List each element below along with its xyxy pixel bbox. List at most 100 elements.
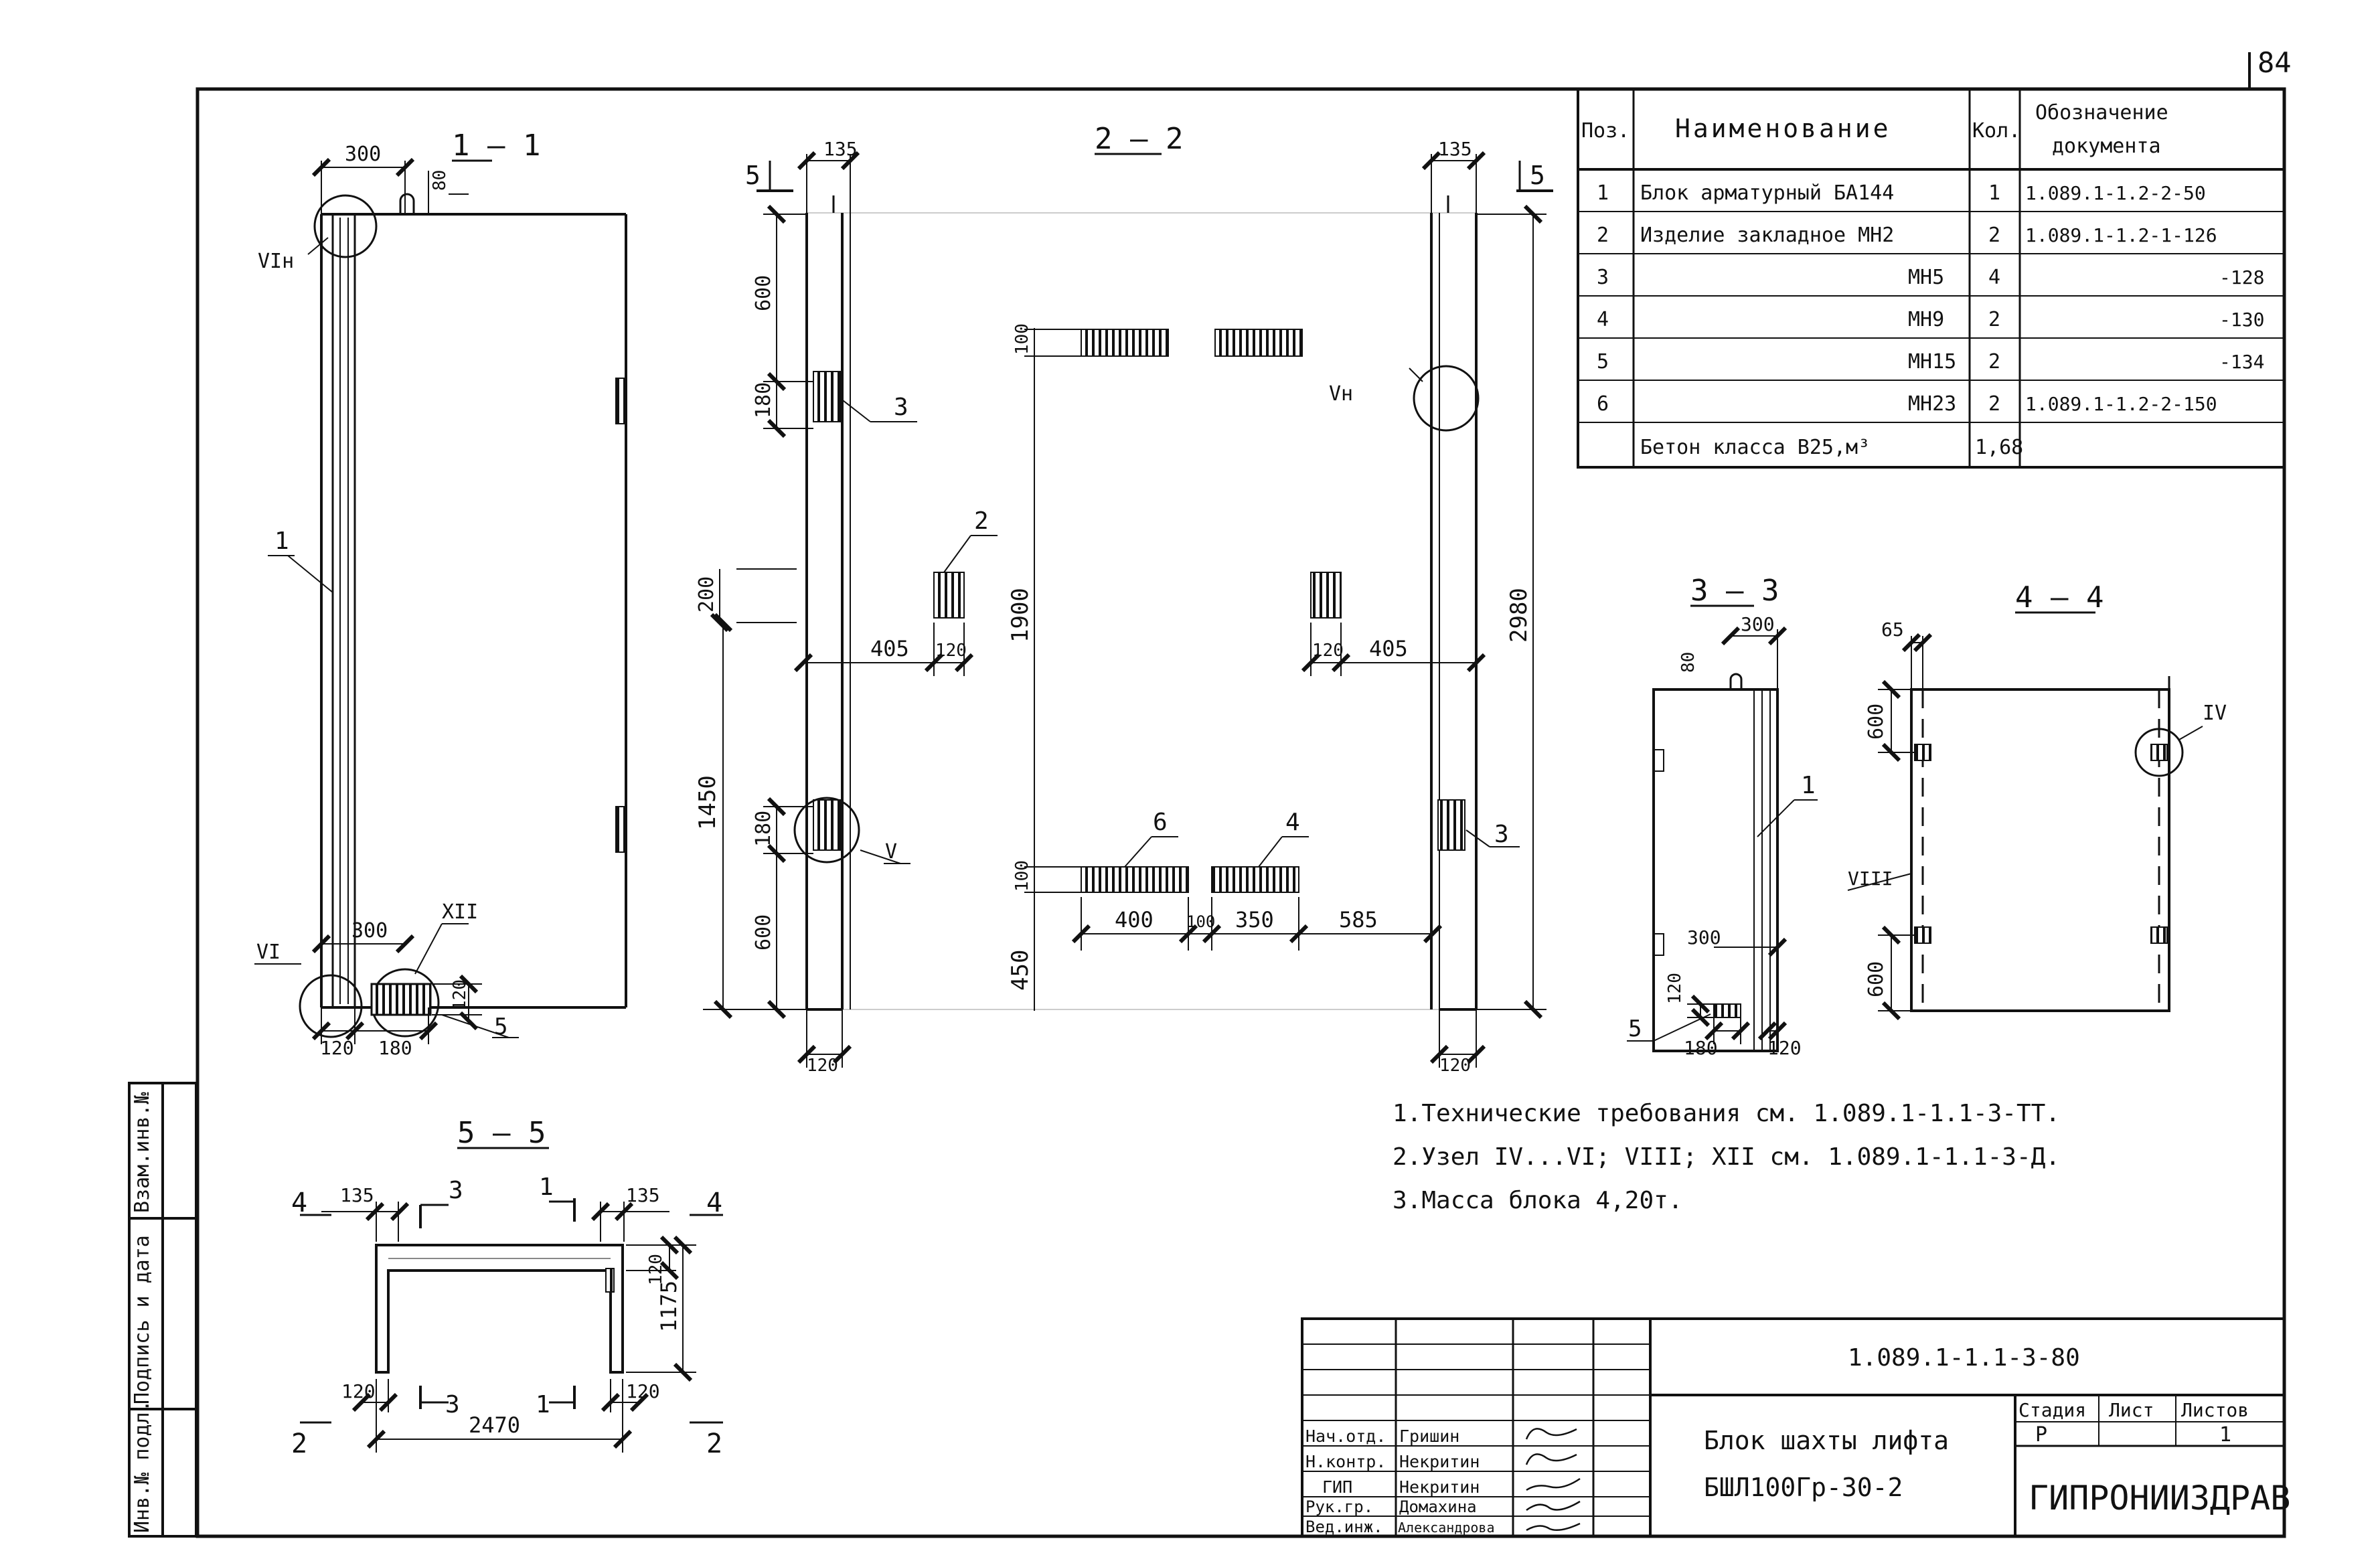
sheet-label: Лист	[2109, 1399, 2154, 1421]
spec-row-4-doc: -130	[2219, 309, 2264, 331]
spec-row-5-doc: -134	[2219, 351, 2264, 373]
dim-2-2-2980: 2980	[1506, 588, 1532, 643]
section-1-1	[254, 161, 627, 1044]
dim-2-2-120-base-right: 120	[1439, 1056, 1471, 1076]
strip-vzam-inv: Взам.инв.№	[131, 1092, 154, 1213]
spec-row-2-name: Изделие закладное МН2	[1640, 224, 1894, 247]
title-block-grid	[1301, 1317, 2286, 1538]
spec-row-2-qty: 2	[1988, 224, 2000, 247]
dim-1-1-120-bottom: 120	[320, 1037, 354, 1059]
dim-2-2-100-top: 100	[1012, 323, 1032, 355]
sheet-frame	[195, 52, 2286, 1538]
section-title-5-5: 5 – 5	[457, 1116, 546, 1150]
note-2: 2.Узел IV...VI; VIII; XII см. 1.089.1-1.…	[1393, 1143, 2060, 1171]
dim-2-2-350: 350	[1235, 907, 1274, 932]
spec-row-6-name: МН23	[1908, 392, 1956, 416]
strip-podpis-data: Подпись и дата	[131, 1235, 154, 1404]
drawing-title-line-2: БШЛ100Гр-30-2	[1704, 1473, 1903, 1502]
dim-2-2-200: 200	[695, 576, 718, 612]
organization-name: ГИПРОНИИЗДРАВ	[2029, 1479, 2290, 1518]
spec-header-doc-1: Обозначение	[2035, 101, 2168, 125]
staff-role-5: Вед.инж.	[1305, 1518, 1383, 1536]
spec-table: Поз. Наименование Кол. Обозначение докум…	[1581, 101, 2264, 459]
dim-2-2-405-right: 405	[1369, 636, 1408, 661]
dim-2-2-450: 450	[1007, 950, 1034, 991]
left-binding-strip	[128, 1082, 197, 1538]
dim-2-2-100-mid: 100	[1186, 912, 1215, 931]
arrow-5-left: 5	[745, 161, 761, 190]
dim-3-3-120-bottom: 120	[1767, 1037, 1802, 1059]
spec-row-6-qty: 2	[1988, 392, 2000, 416]
dim-1-1-300-bottom: 300	[351, 919, 388, 943]
callout-VIn: VIн	[258, 250, 294, 273]
dim-4-4-600-top: 600	[1865, 704, 1888, 740]
spec-row-5-qty: 2	[1988, 350, 2000, 374]
spec-row-3-doc: -128	[2219, 266, 2264, 289]
dim-1-1-80: 80	[430, 170, 450, 191]
dim-2-2-120-right: 120	[1312, 641, 1344, 661]
arrow-5-right: 5	[1530, 161, 1545, 190]
stage-label: Стадия	[2018, 1399, 2086, 1421]
callout-pos-2: 2	[974, 507, 989, 535]
spec-row-6-pos: 6	[1597, 392, 1609, 416]
arrow-4-right: 4	[706, 1188, 722, 1218]
staff-role-1: Нач.отд.	[1305, 1426, 1386, 1446]
staff-name-2: Некритин	[1399, 1452, 1480, 1471]
strip-inv-podl: Инв.№ подл.	[131, 1400, 154, 1533]
callout-pos-1-s33: 1	[1801, 772, 1816, 799]
callout-pos-5-s33: 5	[1628, 1015, 1642, 1042]
callout-IV: IV	[2203, 702, 2227, 725]
staff-role-4: Рук.гр.	[1305, 1497, 1373, 1516]
dim-2-2-600-bottom: 600	[752, 914, 775, 951]
cut-3-bottom: 3	[445, 1391, 460, 1418]
spec-row-7-qty: 1,68	[1975, 436, 2023, 459]
section-5-5	[300, 1147, 723, 1453]
dim-3-3-300-top: 300	[1741, 613, 1775, 635]
dim-2-2-405-left: 405	[870, 636, 909, 661]
spec-header-pos: Поз.	[1581, 119, 1630, 143]
callout-pos-3-top: 3	[894, 394, 908, 421]
spec-row-3-pos: 3	[1597, 266, 1609, 289]
spec-row-1-doc: 1.089.1-1.2-2-50	[2025, 182, 2206, 204]
title-block: 1.089.1-1.1-3-80 Блок шахты лифта БШЛ100…	[1305, 1344, 2290, 1536]
callout-V: V	[885, 840, 897, 864]
dim-5-5-120-left: 120	[341, 1380, 376, 1402]
callout-pos-5-s11: 5	[494, 1013, 507, 1040]
dim-5-5-1175: 1175	[656, 1281, 682, 1332]
spec-row-3-qty: 4	[1988, 266, 2000, 289]
callout-VI: VI	[256, 941, 281, 964]
dim-2-2-180-top: 180	[752, 382, 775, 418]
spec-table-grid	[1577, 88, 2286, 469]
spec-row-4-qty: 2	[1988, 308, 2000, 331]
spec-row-1-qty: 1	[1988, 181, 2000, 205]
spec-row-5-name: МН15	[1908, 350, 1956, 374]
dim-2-2-135-left: 135	[823, 138, 858, 160]
dim-4-4-600-bottom: 600	[1865, 961, 1888, 997]
cut-3-top: 3	[449, 1177, 463, 1204]
sheets-value: 1	[2219, 1423, 2231, 1447]
dim-1-1-300-top: 300	[345, 143, 381, 166]
spec-row-3-name: МН5	[1908, 266, 1944, 289]
staff-name-3: Некритин	[1399, 1477, 1480, 1497]
dim-3-3-120-side: 120	[1665, 973, 1685, 1004]
staff-name-5: Александрова	[1398, 1520, 1495, 1536]
staff-name-4: Домахина	[1399, 1497, 1477, 1516]
spec-header-doc-2: документа	[2052, 135, 2161, 158]
spec-row-1-name: Блок арматурный БА144	[1640, 181, 1894, 205]
section-title-4-4: 4 – 4	[2015, 580, 2104, 615]
spec-row-7-name: Бетон класса В25,м³	[1640, 436, 1870, 459]
dim-2-2-400: 400	[1115, 907, 1154, 932]
dim-2-2-100-bottom: 100	[1012, 860, 1032, 892]
section-title-1-1: 1 – 1	[452, 129, 540, 163]
dim-2-2-600-top: 600	[752, 275, 775, 311]
doc-code: 1.089.1-1.1-3-80	[1848, 1344, 2080, 1372]
dim-3-3-80: 80	[1678, 652, 1698, 673]
cut-1-bottom: 1	[536, 1391, 550, 1418]
sheets-label: Листов	[2181, 1399, 2249, 1421]
callout-Vn: Vн	[1329, 382, 1353, 406]
spec-row-2-pos: 2	[1597, 224, 1609, 247]
section-4-4	[1847, 611, 2203, 1011]
arrow-2-right: 2	[706, 1428, 722, 1459]
dim-2-2-180-bottom: 180	[752, 811, 775, 847]
